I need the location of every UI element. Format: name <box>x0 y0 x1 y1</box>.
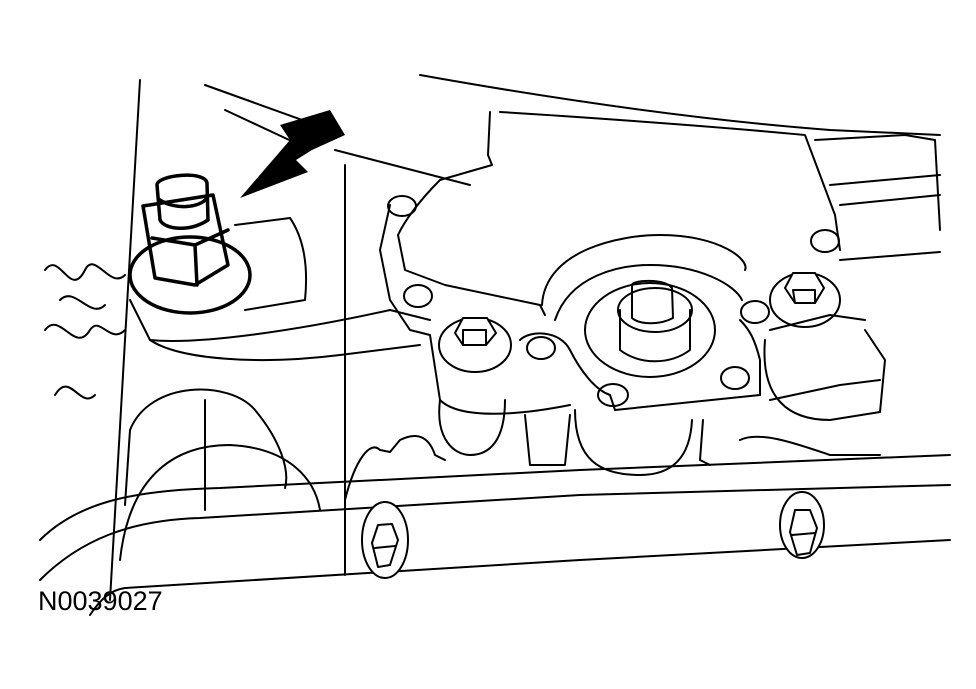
right-housing <box>763 134 941 421</box>
lower-bosses <box>119 388 881 561</box>
wavy-cable <box>44 263 126 400</box>
mounting-bolt-right <box>769 272 841 328</box>
drain-plug-bolt <box>128 173 252 315</box>
sealing-washer <box>128 235 252 315</box>
valve-body-cover <box>379 111 841 415</box>
flange-bolt-lower-right <box>779 491 825 559</box>
pointer-arrow <box>240 110 345 198</box>
flange-bolt-lower-left <box>361 501 409 579</box>
mounting-bolt-left <box>438 317 512 373</box>
bolt-bracket <box>129 217 431 361</box>
housing-flange <box>39 454 951 616</box>
housing-top-lines <box>109 74 941 601</box>
figure-id-label: N0039027 <box>38 586 163 616</box>
